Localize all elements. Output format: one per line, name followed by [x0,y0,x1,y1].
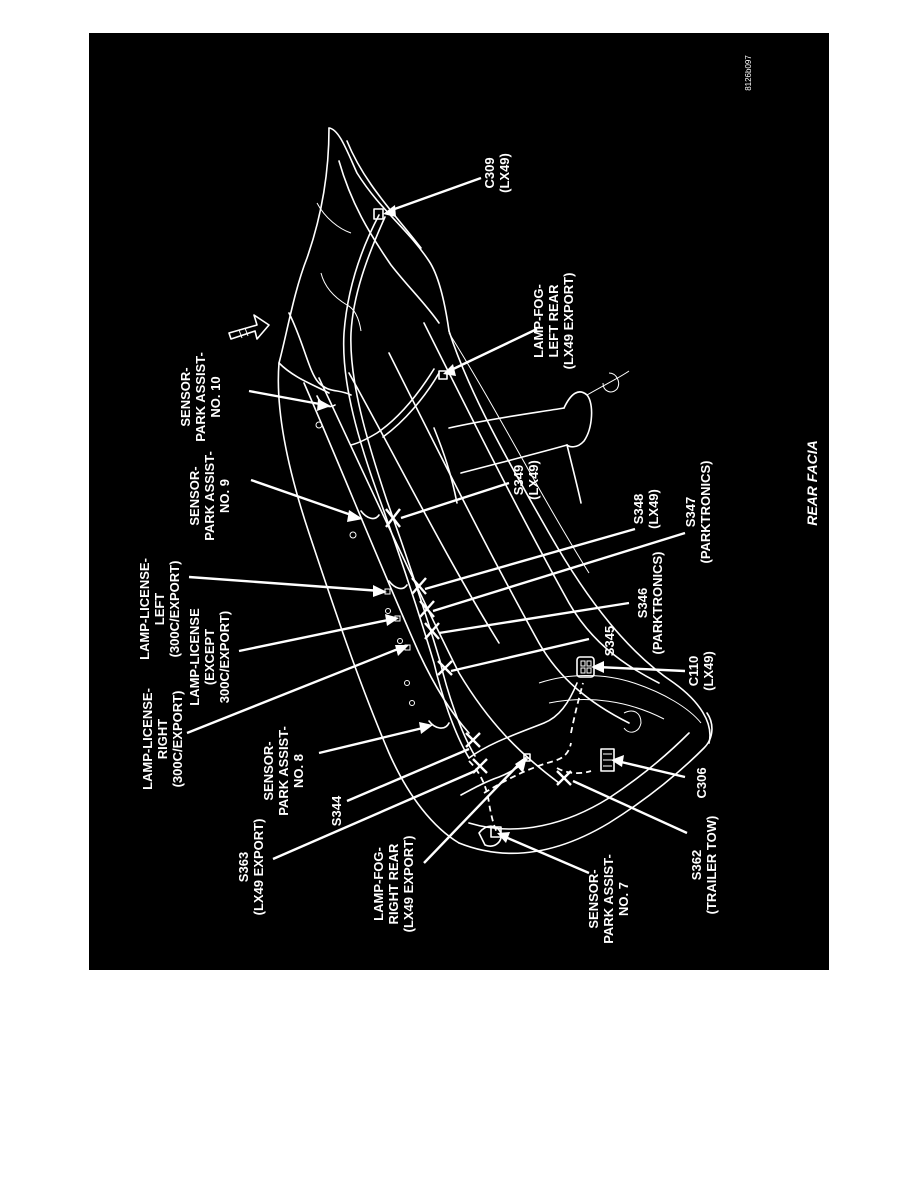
svg-text:(PARKTRONICS): (PARKTRONICS) [698,460,713,563]
svg-text:S345: S345 [602,626,617,656]
component-labels: LAMP-LICENSE- RIGHT (300C/EXPORT) LAMP-L… [137,153,719,944]
svg-text:300C/EXPORT): 300C/EXPORT) [217,611,232,703]
wiring-harness [342,208,615,838]
label-sensor-10: SENSOR- PARK ASSIST- NO. 10 [178,352,223,442]
label-lamp-fog-left: LAMP-FOG- LEFT REAR (LX49 EXPORT) [531,273,576,370]
diagram-title: REAR FACIA [804,440,820,526]
svg-text:(LX49): (LX49) [646,489,661,529]
svg-text:(LX49): (LX49) [526,460,541,500]
svg-text:SENSOR-: SENSOR- [187,466,202,525]
rear-facia-diagram: 8126b097 REAR FACIA LAMP-LICENSE- RIGHT … [137,55,820,944]
svg-text:(EXCEPT: (EXCEPT [202,629,217,685]
svg-text:LEFT: LEFT [152,593,167,626]
svg-text:S363: S363 [236,852,251,882]
svg-text:(300C/EXPORT): (300C/EXPORT) [170,691,185,788]
splice-s346 [424,622,440,640]
label-s347: S347 (PARKTRONICS) [683,460,713,563]
svg-text:(300C/EXPORT): (300C/EXPORT) [167,561,182,658]
splice-s363 [472,758,488,774]
svg-text:PARK ASSIST-: PARK ASSIST- [202,451,217,541]
svg-text:LAMP-FOG-: LAMP-FOG- [371,847,386,921]
svg-text:S349: S349 [511,465,526,495]
label-s345: S345 [602,626,617,656]
forward-arrow-icon [228,314,270,340]
svg-text:(LX49): (LX49) [497,153,512,193]
svg-text:NO. 9: NO. 9 [217,479,232,513]
label-c110: C110 (LX49) [686,651,716,691]
label-s362: S362 (TRAILER TOW) [689,816,719,915]
svg-text:C306: C306 [694,767,709,798]
figure-id: 8126b097 [744,55,753,91]
svg-text:RIGHT REAR: RIGHT REAR [386,843,401,925]
splice-marks [385,508,572,786]
splice-s362 [556,770,572,786]
label-sensor-8: SENSOR- PARK ASSIST- NO. 8 [261,726,306,816]
svg-text:LAMP-LICENSE: LAMP-LICENSE [187,608,202,706]
svg-text:RIGHT: RIGHT [155,719,170,760]
svg-text:LEFT REAR: LEFT REAR [546,284,561,358]
splice-s344 [465,732,481,748]
label-lamp-license-left: LAMP-LICENSE- LEFT (300C/EXPORT) [137,558,182,660]
svg-text:SENSOR-: SENSOR- [586,869,601,928]
svg-text:(LX49): (LX49) [701,651,716,691]
svg-text:PARK ASSIST-: PARK ASSIST- [276,726,291,816]
svg-text:NO. 8: NO. 8 [291,754,306,788]
svg-text:(PARKTRONICS): (PARKTRONICS) [650,551,665,654]
svg-text:S344: S344 [329,795,344,826]
svg-text:S362: S362 [689,850,704,880]
splice-s348 [411,577,427,595]
splice-s347 [419,600,435,618]
splice-s349 [385,508,401,528]
label-s346: S346 (PARKTRONICS) [635,551,665,654]
label-lamp-license-except: LAMP-LICENSE (EXCEPT 300C/EXPORT) [187,608,232,706]
svg-text:LAMP-FOG-: LAMP-FOG- [531,284,546,358]
label-lamp-fog-right: LAMP-FOG- RIGHT REAR (LX49 EXPORT) [371,836,416,933]
svg-text:C309: C309 [482,157,497,188]
svg-text:(LX49 EXPORT): (LX49 EXPORT) [251,819,266,916]
svg-text:NO. 7: NO. 7 [616,882,631,916]
label-c309: C309 (LX49) [482,153,512,193]
svg-text:C110: C110 [686,656,701,686]
svg-text:(LX49 EXPORT): (LX49 EXPORT) [401,836,416,933]
label-s363: S363 (LX49 EXPORT) [236,819,266,916]
label-s349: S349 (LX49) [511,460,541,500]
svg-text:(LX49 EXPORT): (LX49 EXPORT) [561,273,576,370]
label-sensor-7: SENSOR- PARK ASSIST- NO. 7 [586,854,631,944]
label-s348: S348 (LX49) [631,489,661,529]
svg-text:LAMP-LICENSE-: LAMP-LICENSE- [140,688,155,790]
svg-text:PARK ASSIST-: PARK ASSIST- [193,352,208,442]
label-lamp-license-right: LAMP-LICENSE- RIGHT (300C/EXPORT) [140,688,185,790]
svg-text:SENSOR-: SENSOR- [178,367,193,426]
svg-text:SENSOR-: SENSOR- [261,741,276,800]
label-sensor-9: SENSOR- PARK ASSIST- NO. 9 [187,451,232,541]
label-s344: S344 [329,795,344,826]
svg-text:(TRAILER TOW): (TRAILER TOW) [704,816,719,915]
svg-text:S347: S347 [683,497,698,527]
svg-text:S348: S348 [631,494,646,524]
leader-lines [186,176,688,875]
label-c306: C306 [694,767,709,798]
diagram-frame: 8126b097 REAR FACIA LAMP-LICENSE- RIGHT … [89,33,829,970]
svg-text:PARK ASSIST-: PARK ASSIST- [601,854,616,944]
splice-s345 [437,660,453,676]
svg-text:LAMP-LICENSE-: LAMP-LICENSE- [137,558,152,660]
svg-text:NO. 10: NO. 10 [208,376,223,417]
svg-text:S346: S346 [635,588,650,618]
